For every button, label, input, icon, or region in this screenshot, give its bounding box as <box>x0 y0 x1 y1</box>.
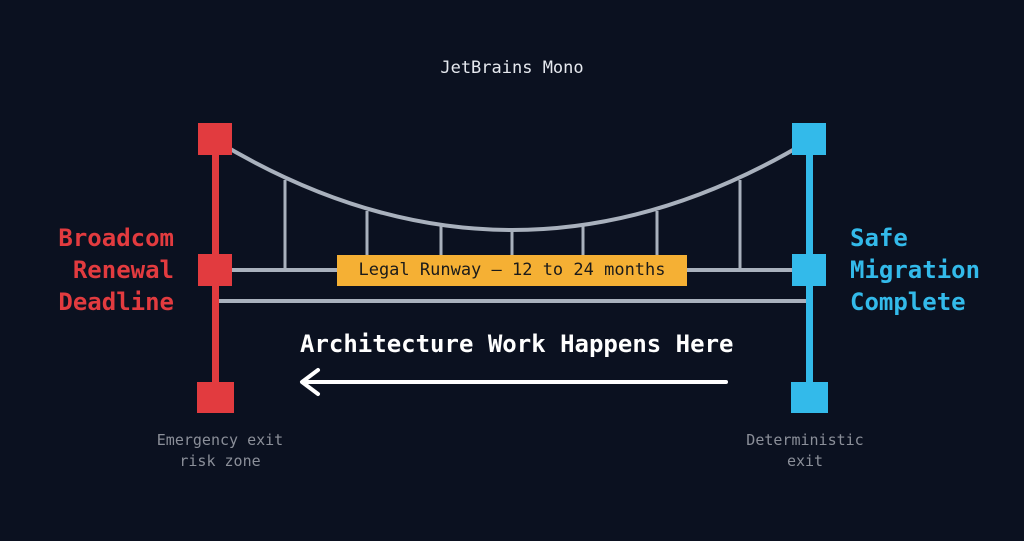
right-tower-mid-block <box>792 254 826 286</box>
left-note-line: Emergency exit <box>156 431 284 449</box>
left-label-line: Broadcom <box>58 224 174 252</box>
left-tower-base-block <box>197 382 234 413</box>
right-label-line: Migration <box>850 256 981 284</box>
font-caption: JetBrains Mono <box>440 58 584 78</box>
left-label-line: Renewal <box>72 256 174 284</box>
legal-runway-badge: Legal Runway — 12 to 24 months <box>337 255 687 286</box>
hangers <box>283 180 742 270</box>
right-label-line: Safe <box>850 224 908 252</box>
right-note-line: Deterministic <box>746 431 864 449</box>
left-label-line: Deadline <box>58 288 174 316</box>
right-note-line: exit <box>786 452 824 470</box>
left-note-line: risk zone <box>179 452 261 470</box>
left-arrow-icon <box>300 368 728 396</box>
right-tower <box>791 123 828 413</box>
right-tower-base-block <box>791 382 828 413</box>
left-tower-mid-block <box>198 254 232 286</box>
right-label-line: Complete <box>850 288 966 316</box>
emergency-exit-note: Emergency exit risk zone <box>140 430 300 472</box>
safe-migration-label: Safe Migration Complete <box>850 222 980 318</box>
broadcom-deadline-label: Broadcom Renewal Deadline <box>58 222 174 318</box>
left-tower-top-block <box>198 123 232 155</box>
left-tower <box>197 123 234 413</box>
right-tower-top-block <box>792 123 826 155</box>
suspension-cable <box>213 138 812 232</box>
architecture-work-label: Architecture Work Happens Here <box>300 330 734 358</box>
deterministic-exit-note: Deterministic exit <box>725 430 885 472</box>
